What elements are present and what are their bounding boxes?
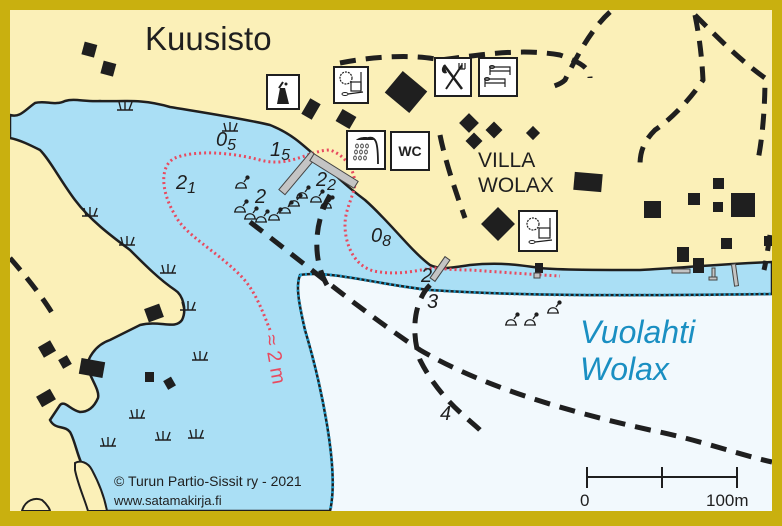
contour-2m <box>162 148 561 331</box>
water-label-vuolahti: Vuolahti Wolax <box>580 314 695 388</box>
accommodation-icon[interactable] <box>478 57 518 97</box>
jetties <box>278 150 740 287</box>
contour-3m <box>296 274 335 512</box>
website-link[interactable]: www.satamakirja.fi <box>114 493 222 508</box>
water-line2: Wolax <box>580 350 669 387</box>
depth-sounding: 15 <box>270 139 291 164</box>
mooring-symbols <box>234 175 562 326</box>
place-label-kuusisto: Kuusisto <box>145 20 272 57</box>
deep-water <box>297 273 772 511</box>
sauna-icon-villa[interactable] <box>518 210 558 252</box>
scale-label-start: 0 <box>580 491 590 510</box>
islet <box>74 460 109 512</box>
contour-3m <box>299 272 773 297</box>
depth-sounding: 08 <box>371 225 392 250</box>
buildings <box>36 41 772 408</box>
water-line1: Vuolahti <box>580 314 696 350</box>
depth-sounding: 2 <box>421 265 433 287</box>
villa-line2: WOLAX <box>478 174 554 198</box>
scale-label-end: 100m <box>706 491 749 510</box>
depth-sounding: 22 <box>316 169 337 194</box>
copyright-notice: © Turun Partio-Sissit ry - 2021 <box>114 473 302 489</box>
scale-bar <box>586 467 738 488</box>
villa-line1: VILLA <box>478 149 536 172</box>
dashed-paths <box>8 10 773 465</box>
depth-sounding: 3 <box>427 291 439 313</box>
depth-sounding: 05 <box>216 129 237 154</box>
wc-icon[interactable]: WC <box>390 131 430 171</box>
restaurant-icon[interactable] <box>434 57 472 97</box>
shower-icon[interactable] <box>346 130 386 170</box>
depth-sounding: 21 <box>176 172 197 197</box>
sauna-icon[interactable] <box>333 66 369 104</box>
harbour-master-icon[interactable] <box>266 74 300 110</box>
place-label-villa-wolax: VILLA WOLAX <box>478 148 554 198</box>
depth-sounding: 2 <box>255 186 267 208</box>
depth-sounding: 4 <box>440 403 452 425</box>
reed-symbols <box>82 101 238 447</box>
islet <box>20 497 52 512</box>
